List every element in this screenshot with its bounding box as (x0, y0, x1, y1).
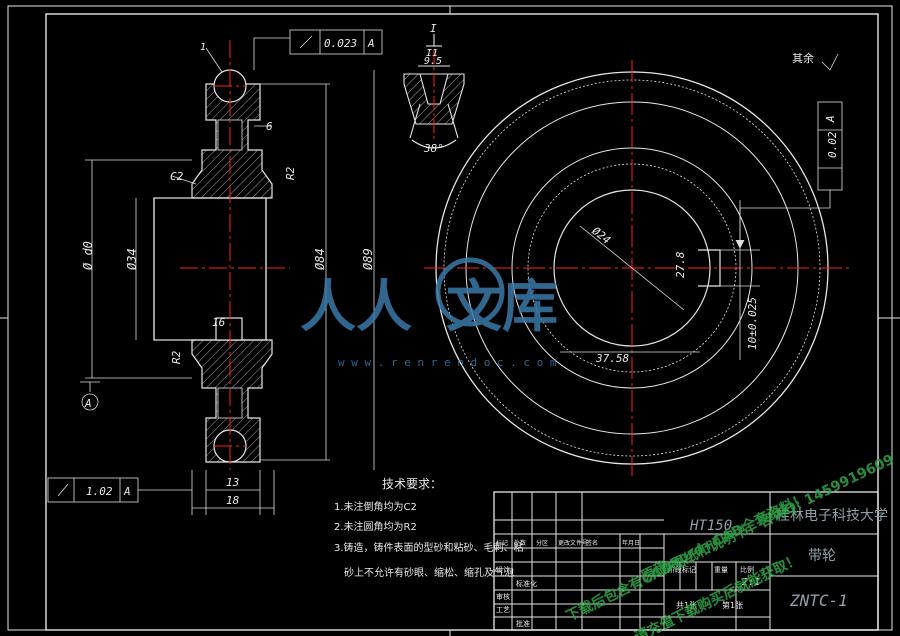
parallel-tol: 0.02 (826, 131, 839, 158)
label-ratio: 比例 (740, 565, 754, 574)
school-name: 桂林电子科技大学 (776, 508, 888, 524)
label-change: 更改文件号 (558, 539, 588, 547)
dia-84: Ø84 (313, 248, 327, 270)
round-r2: R2 (284, 166, 297, 180)
surface-note: 其余 (792, 51, 814, 65)
keyway (698, 249, 721, 287)
runout-datum: A (123, 485, 131, 498)
detail-label: I (430, 22, 437, 35)
label-mark: 标记 (496, 539, 508, 547)
dim-37-58: 37.58 (595, 352, 629, 365)
dim-27-8: 27.8 (674, 251, 687, 278)
watermark-url: w w w . r e n r e n d o c . c o m (338, 356, 557, 369)
label-standard: 标准化 (516, 579, 537, 588)
tech-title: 技术要求： (382, 477, 442, 491)
label-design: 设计 (496, 565, 510, 574)
detail-angle: 38° (423, 142, 444, 155)
label-date: 年月日 (622, 539, 640, 547)
side-view: Ø24 27.8 37.58 10±0.025 0.02 A 其余 (424, 51, 852, 476)
bore-dia: Ø24 (589, 224, 613, 246)
watermark-brand-a: 人人 (300, 275, 412, 340)
detail-dim-9-5: 9.5 (424, 56, 442, 67)
label-process: 工艺 (496, 606, 510, 614)
label-check: 审核 (496, 592, 510, 601)
sheet-number: 第1张 (722, 600, 743, 610)
label-weight: 重量 (714, 566, 728, 574)
label-zone: 分区 (536, 539, 548, 547)
watermark-logo-circle (435, 257, 505, 327)
keyway-slot (215, 317, 243, 341)
runout-value: 1.02 (86, 485, 113, 498)
tech-item-3: 3.铸造，铸件表面的型砂和粘砂、毛刺、粘 (334, 541, 524, 554)
title-block (493, 491, 879, 631)
label-approve: 批准 (516, 619, 530, 628)
material: HT150 (689, 518, 732, 534)
datum-label: A (84, 397, 92, 410)
drawing-number: ZNTC-1 (789, 591, 848, 610)
round-r2-lower: R2 (170, 350, 183, 364)
key-width: 10±0.025 (746, 297, 759, 350)
dia-d0: Ø d0 (81, 241, 95, 270)
parallel-datum: A (824, 115, 837, 123)
watermark: 人人 文库 w w w . r e n r e n d o c . c o m … (300, 257, 897, 636)
dim-6: 6 (266, 120, 273, 133)
tech-item-2: 2.未注圆角均为R2 (334, 520, 417, 533)
front-view: 1 0.023 A 6 C2 R2 Ø d0 Ø34 Ø84 Ø89 16 R2… (47, 29, 383, 515)
dia-89: Ø89 (361, 248, 375, 270)
hub-body (153, 197, 267, 341)
sheet-frame (0, 5, 900, 636)
tech-item-1: 1.未注倒角均为C2 (334, 500, 417, 513)
dia-34: Ø34 (125, 248, 139, 270)
chamfer-c2: C2 (170, 170, 184, 183)
label-sign: 签名 (586, 539, 598, 547)
tech-requirements: 技术要求： 1.未注倒角均为C2 2.未注圆角均为R2 3.铸造，铸件表面的型砂… (334, 477, 524, 579)
leader-number: 1 (200, 42, 206, 53)
flatness-datum: A (367, 37, 375, 50)
flatness-value: 0.023 (324, 37, 357, 50)
dim-18: 18 (226, 494, 240, 507)
label-count: 处数 (514, 539, 526, 547)
dim-16: 16 (212, 316, 226, 329)
sheet-total: 共1张 (676, 601, 697, 610)
tech-item-3-cont: 砂上不允许有砂眼、缩松、缩孔及气泡 (344, 566, 514, 579)
watermark-brand-b: 文库 (446, 275, 558, 340)
dim-13: 13 (226, 476, 239, 489)
label-stage: 阶段标记 (668, 565, 696, 574)
title-block-text: 桂林电子科技大学 带轮 ZNTC-1 HT150 2:1 标记 处数 分区 更改… (496, 508, 888, 628)
detail-scale: I1 (426, 48, 438, 59)
groove-detail: I I1 9.5 38° (403, 22, 465, 155)
part-name: 带轮 (808, 548, 836, 564)
scale: 2:1 (742, 577, 760, 588)
